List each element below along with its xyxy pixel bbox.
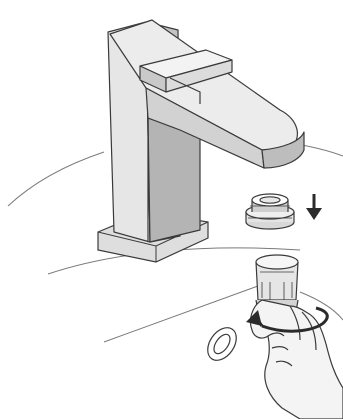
down-arrow-icon [306,194,322,220]
washer-outline [202,322,242,365]
hand-icon [250,255,343,419]
aerator-icon [246,194,294,229]
